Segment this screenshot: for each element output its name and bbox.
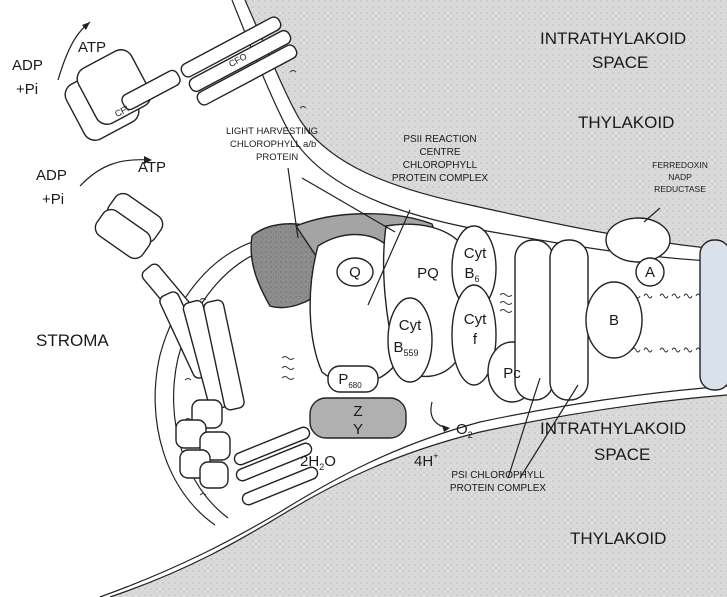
pq-label: PQ bbox=[417, 265, 439, 282]
oxygen-label: O2 bbox=[456, 421, 473, 440]
psii-label-line4: PROTEIN COMPLEX bbox=[392, 173, 488, 184]
adp-bottom-label: ADP bbox=[36, 167, 67, 184]
thylakoid-top-label: THYLAKOID bbox=[578, 113, 674, 132]
psi-column-2 bbox=[550, 240, 588, 400]
ferredoxin-blob bbox=[606, 218, 670, 262]
right-edge-complex bbox=[700, 240, 727, 390]
psii-label-line3: CHLOROPHYLL bbox=[403, 160, 478, 171]
psi-label-line2: PROTEIN COMPLEX bbox=[450, 483, 546, 494]
pi-top-label: +Pi bbox=[16, 81, 38, 98]
cyt-b6-label: Cyt bbox=[464, 245, 487, 262]
atp-top-label: ATP bbox=[78, 39, 106, 56]
stroma-label: STROMA bbox=[36, 331, 109, 350]
atp-bottom-label: ATP bbox=[138, 159, 166, 176]
a-label: A bbox=[645, 264, 655, 281]
q-label: Q bbox=[349, 264, 361, 281]
atp-synthase-lower bbox=[176, 400, 319, 507]
b-label: B bbox=[609, 312, 619, 329]
oxygen-arrow bbox=[431, 402, 448, 428]
atp-synthase-left bbox=[91, 190, 245, 411]
intrathylakoid-space-top-line2: SPACE bbox=[592, 53, 648, 72]
ferredoxin-label-line3: REDUCTASE bbox=[654, 184, 706, 194]
ferredoxin-label-line1: FERREDOXIN bbox=[652, 160, 708, 170]
y-label: Y bbox=[353, 421, 363, 438]
psii-label-line1: PSII REACTION bbox=[403, 134, 476, 145]
water-label: 2H2O bbox=[300, 453, 336, 472]
lhc-label-line3: PROTEIN bbox=[256, 152, 298, 163]
lhc-label-line2: CHLOROPHYLL a/b bbox=[230, 139, 316, 150]
intrathylakoid-space-top-line1: INTRATHYLAKOID bbox=[540, 29, 686, 48]
psii-label-line2: CENTRE bbox=[419, 147, 460, 158]
intrathylakoid-space-bottom-line1: INTRATHYLAKOID bbox=[540, 419, 686, 438]
psi-label-line1: PSI CHLOROPHYLL bbox=[451, 470, 545, 481]
intrathylakoid-space-bottom-line2: SPACE bbox=[594, 445, 650, 464]
pc-label: Pc bbox=[503, 365, 521, 382]
cyt-b559-label: Cyt bbox=[399, 317, 422, 334]
pi-bottom-label: +Pi bbox=[42, 191, 64, 208]
thylakoid-bottom-label: THYLAKOID bbox=[570, 529, 666, 548]
ferredoxin-label-line2: NADP bbox=[668, 172, 692, 182]
z-label: Z bbox=[353, 403, 362, 420]
lhc-label-line1: LIGHT HARVESTING bbox=[226, 126, 318, 137]
cyt-f-label: Cyt bbox=[464, 311, 487, 328]
adp-top-label: ADP bbox=[12, 57, 43, 74]
